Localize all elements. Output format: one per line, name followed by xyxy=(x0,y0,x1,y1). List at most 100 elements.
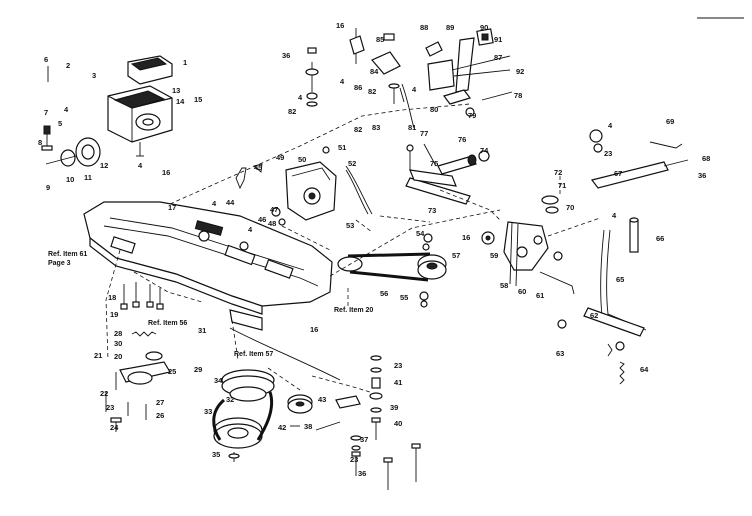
callout-46: 46 xyxy=(258,215,266,224)
callout-79: 79 xyxy=(468,111,476,120)
callout-5: 5 xyxy=(58,119,62,128)
callout-35: 35 xyxy=(212,450,220,459)
callout-77: 77 xyxy=(420,129,428,138)
rear-axle-67 xyxy=(541,129,689,214)
callout-30: 30 xyxy=(114,339,122,348)
callout-24: 24 xyxy=(110,423,119,432)
callout-72: 72 xyxy=(554,168,562,177)
callout-84: 84 xyxy=(370,67,379,76)
callout-9: 9 xyxy=(46,183,50,192)
callout-69: 69 xyxy=(666,117,674,126)
leader-dashes xyxy=(105,103,601,393)
callout-52: 52 xyxy=(348,159,356,168)
callout-16-4: 16 xyxy=(462,233,470,242)
callout-67: 67 xyxy=(614,169,622,178)
callout-4-2: 4 xyxy=(298,93,303,102)
callout-13: 13 xyxy=(172,86,180,95)
callout-4-4: 4 xyxy=(248,225,253,234)
callout-76: 76 xyxy=(458,135,466,144)
callout-80: 80 xyxy=(430,105,438,114)
callout-16: 16 xyxy=(162,168,170,177)
callout-43: 43 xyxy=(318,395,326,404)
callout-23: 23 xyxy=(106,403,114,412)
callout-23-2: 23 xyxy=(394,361,402,370)
callout-92: 92 xyxy=(516,67,524,76)
callout-44: 44 xyxy=(226,198,235,207)
callout-64: 64 xyxy=(640,365,649,374)
callout-15: 15 xyxy=(194,95,202,104)
callout-8: 8 xyxy=(38,138,42,147)
callout-48: 48 xyxy=(268,219,276,228)
callout-68: 68 xyxy=(702,154,710,163)
callout-2: 2 xyxy=(66,61,70,70)
callout-10: 10 xyxy=(66,175,74,184)
bracket-rod-38 xyxy=(229,327,362,476)
callout-4-6: 4 xyxy=(608,121,613,130)
ref-note-61: Ref. Item 61 xyxy=(48,251,87,258)
ref-note-20: Ref. Item 20 xyxy=(334,307,373,314)
callout-75: 75 xyxy=(430,159,438,168)
callout-63: 63 xyxy=(556,349,564,358)
callout-37: 37 xyxy=(360,435,368,444)
loose-bolts-bottom xyxy=(383,443,421,490)
spring-29 xyxy=(131,331,157,337)
callout-19: 19 xyxy=(110,310,118,319)
callout-45: 45 xyxy=(254,163,262,172)
callout-41: 41 xyxy=(394,378,402,387)
callout-58: 58 xyxy=(500,281,508,290)
callout-57: 57 xyxy=(452,251,460,260)
callout-49: 49 xyxy=(276,153,284,162)
callout-51: 51 xyxy=(338,143,346,152)
callout-12: 12 xyxy=(100,161,108,170)
callout-33: 33 xyxy=(204,407,212,416)
callout-31: 31 xyxy=(198,326,206,335)
callout-14: 14 xyxy=(176,97,185,106)
callout-4-5: 4 xyxy=(412,85,417,94)
main-frame xyxy=(83,201,333,331)
control-rod-73 xyxy=(405,144,471,205)
callout-27: 27 xyxy=(156,398,164,407)
engine xyxy=(107,85,173,157)
callout-78: 78 xyxy=(514,91,522,100)
callout-26: 26 xyxy=(156,411,164,420)
callout-36: 36 xyxy=(358,469,366,478)
callout-34: 34 xyxy=(214,376,223,385)
callout-50: 50 xyxy=(298,155,306,164)
callout-91: 91 xyxy=(494,35,502,44)
callout-87: 87 xyxy=(494,53,502,62)
callout-88: 88 xyxy=(420,23,428,32)
callout-86: 86 xyxy=(354,83,362,92)
pulley-assembly-left xyxy=(41,66,101,167)
callout-22: 22 xyxy=(100,389,108,398)
callout-73: 73 xyxy=(428,206,436,215)
callout-17: 17 xyxy=(168,203,176,212)
callout-83: 83 xyxy=(372,123,380,132)
callout-4-3: 4 xyxy=(212,199,217,208)
handle-grip-75 xyxy=(423,143,490,175)
callout-28: 28 xyxy=(114,329,122,338)
callout-38: 38 xyxy=(304,422,312,431)
ref-note-57: Ref. Item 57 xyxy=(234,351,273,358)
callout-82-2: 82 xyxy=(368,87,376,96)
callout-23-4: 23 xyxy=(604,149,612,158)
callout-36-2: 36 xyxy=(698,171,706,180)
callout-7: 7 xyxy=(44,108,48,117)
callout-74: 74 xyxy=(480,146,489,155)
engine-pulley-stack xyxy=(212,369,275,462)
callout-42: 42 xyxy=(278,423,286,432)
callout-32: 32 xyxy=(226,395,234,404)
frame-bolts xyxy=(120,282,164,310)
callout-47: 47 xyxy=(270,205,278,214)
callout-89: 89 xyxy=(446,23,454,32)
shift-lever-assembly xyxy=(388,28,513,117)
callout-61: 61 xyxy=(536,291,544,300)
callout-82-3: 82 xyxy=(354,125,362,134)
idler-arm-lower xyxy=(105,351,171,432)
callout-20: 20 xyxy=(114,352,122,361)
callout-16-2: 16 xyxy=(336,21,344,30)
callout-55: 55 xyxy=(400,293,408,302)
callout-85: 85 xyxy=(376,35,384,44)
callout-16-3: 16 xyxy=(310,325,318,334)
callout-6: 6 xyxy=(44,55,48,64)
